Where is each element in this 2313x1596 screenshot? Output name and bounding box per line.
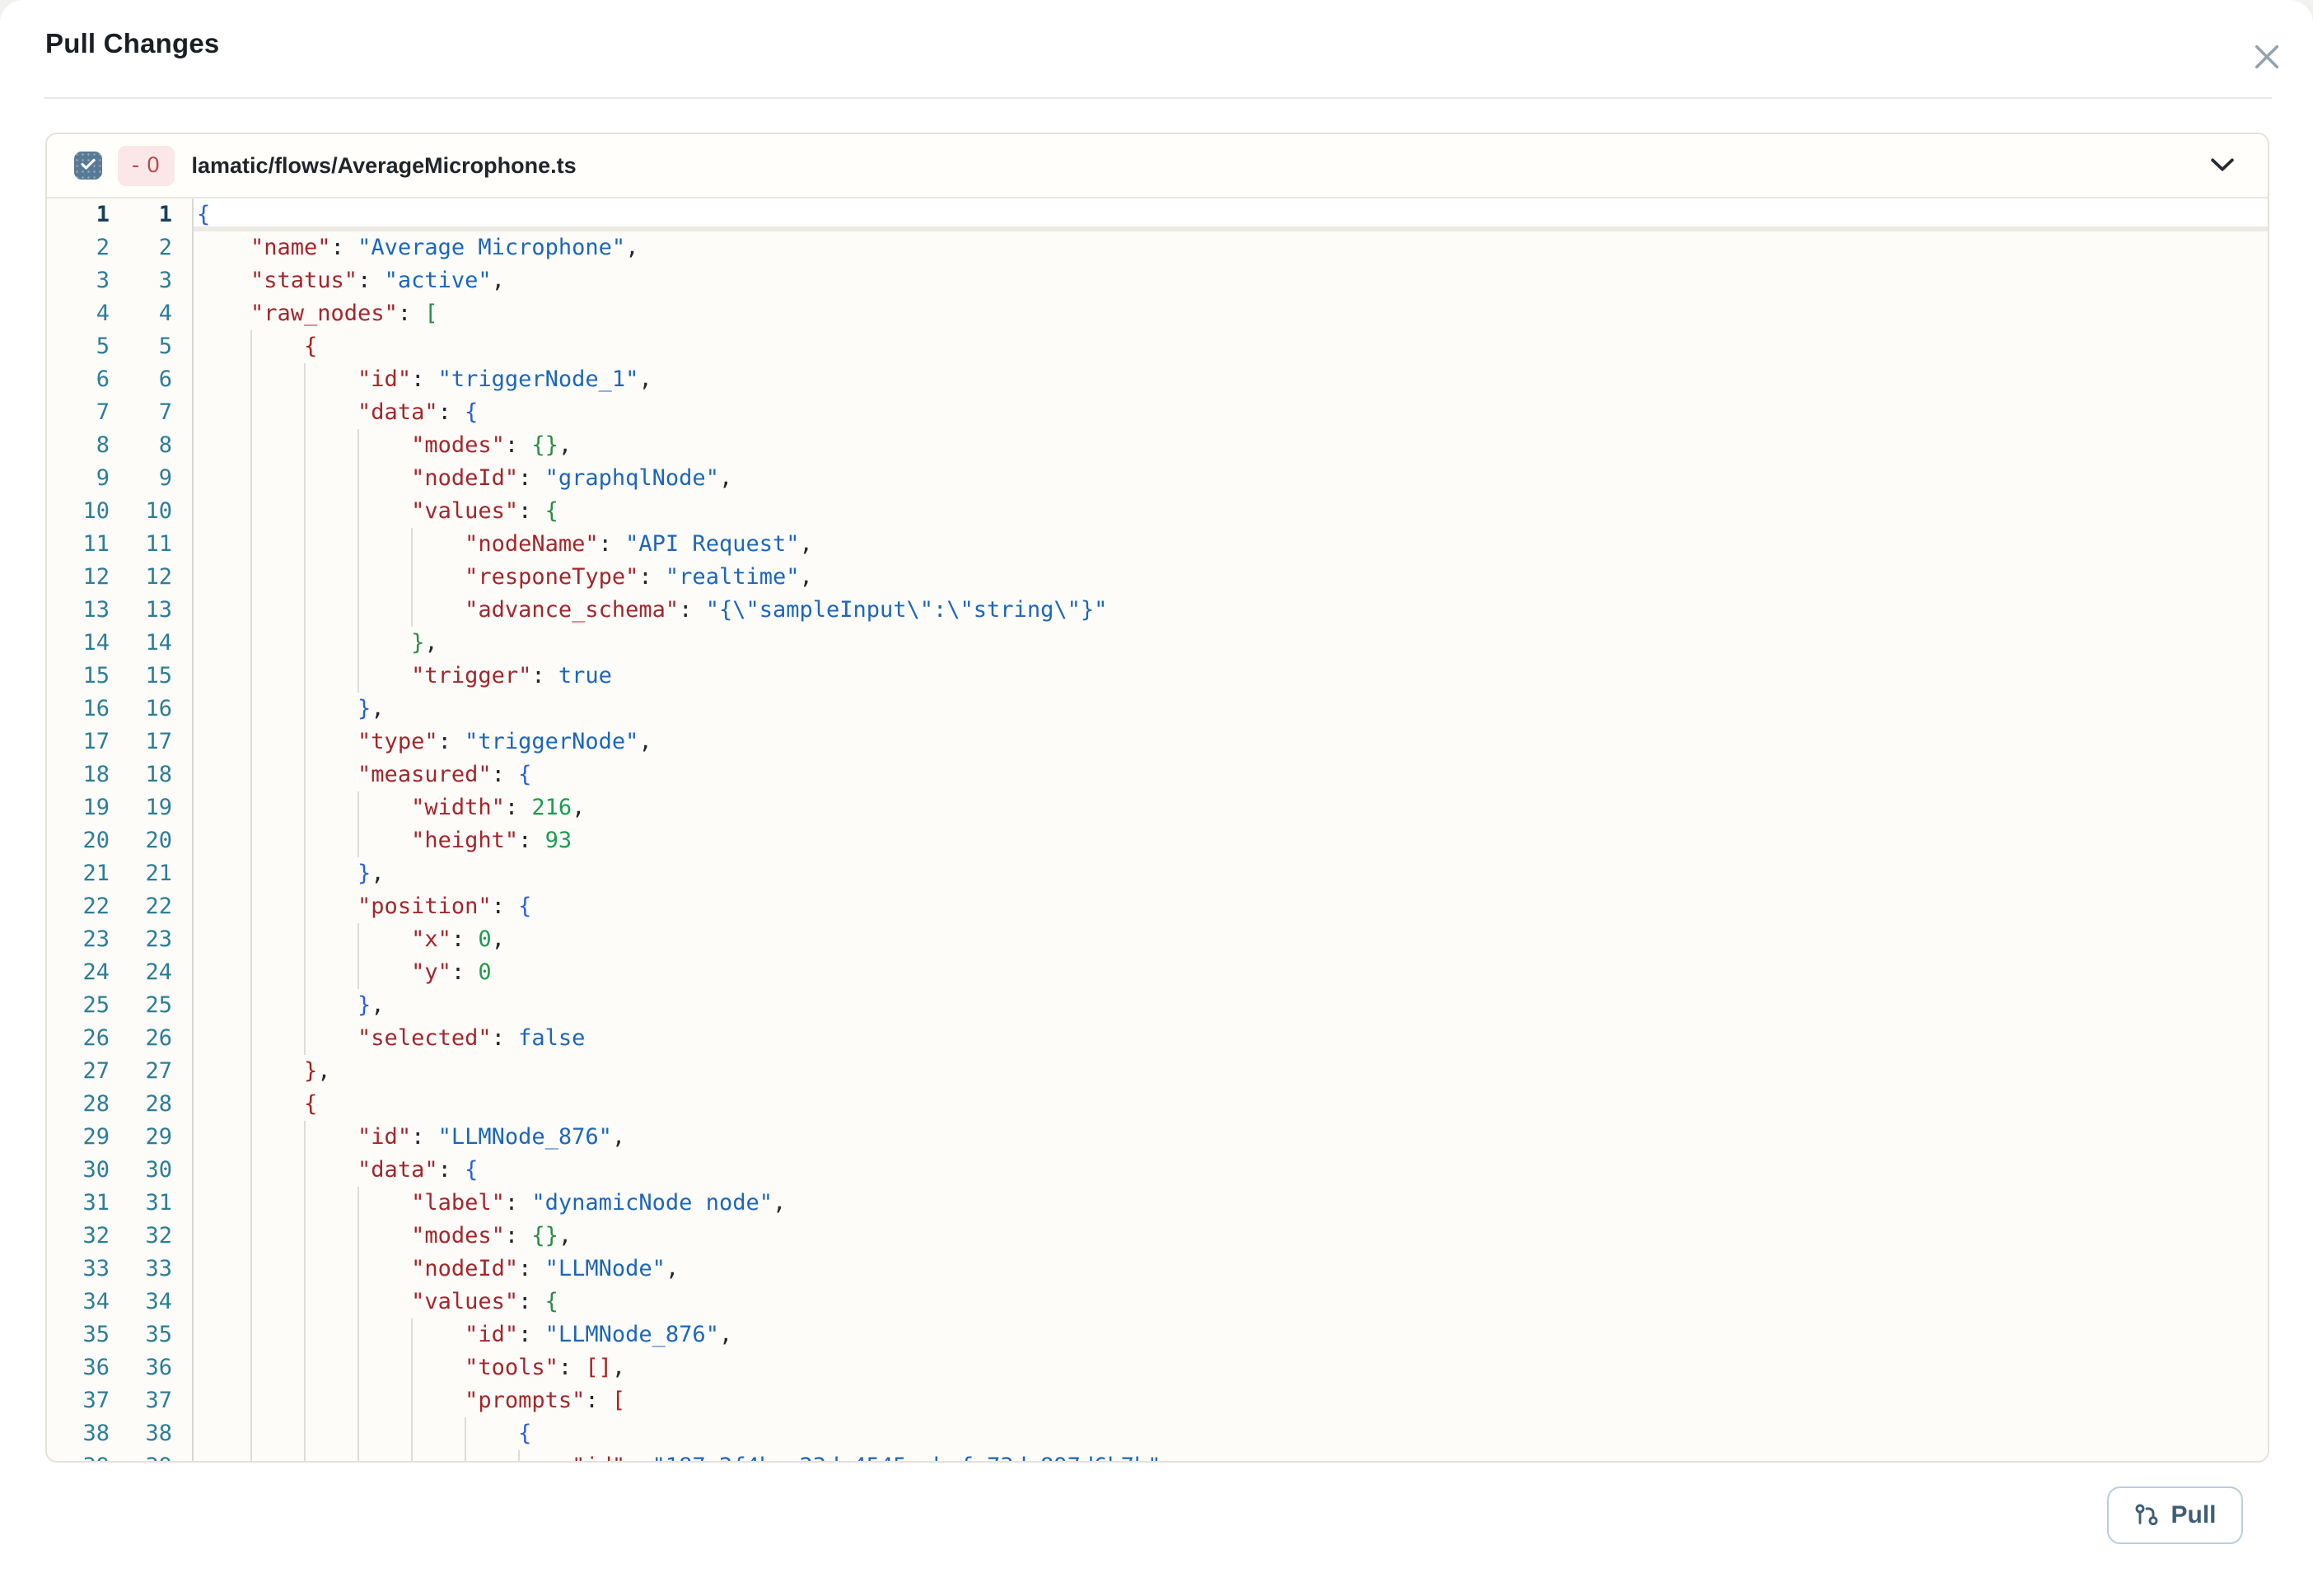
line-number-gutter: 3939 — [47, 1450, 194, 1461]
file-header: - 0 lamatic/flows/AverageMicrophone.ts — [47, 134, 2268, 198]
header-divider — [44, 97, 2272, 99]
file-name: lamatic/flows/AverageMicrophone.ts — [191, 152, 577, 178]
deletions-badge: - 0 — [118, 145, 175, 186]
close-button[interactable] — [2249, 40, 2285, 76]
dialog-header: Pull Changes — [0, 0, 2313, 97]
dialog-title: Pull Changes — [45, 28, 220, 58]
pull-button[interactable]: Pull — [2107, 1486, 2243, 1544]
code-line: 3939"id": "187c2f4b-c23d-4545-abef-73dc8… — [47, 1450, 2268, 1461]
close-icon — [2250, 40, 2284, 77]
pull-button-label: Pull — [2170, 1501, 2217, 1528]
file-diff-card: - 0 lamatic/flows/AverageMicrophone.ts 1… — [45, 133, 2269, 1463]
chevron-down-icon — [2210, 156, 2235, 175]
checkmark-icon — [78, 154, 98, 178]
file-checkbox[interactable] — [74, 152, 102, 180]
collapse-button[interactable] — [2210, 156, 2235, 175]
git-pull-request-icon — [2133, 1502, 2160, 1528]
